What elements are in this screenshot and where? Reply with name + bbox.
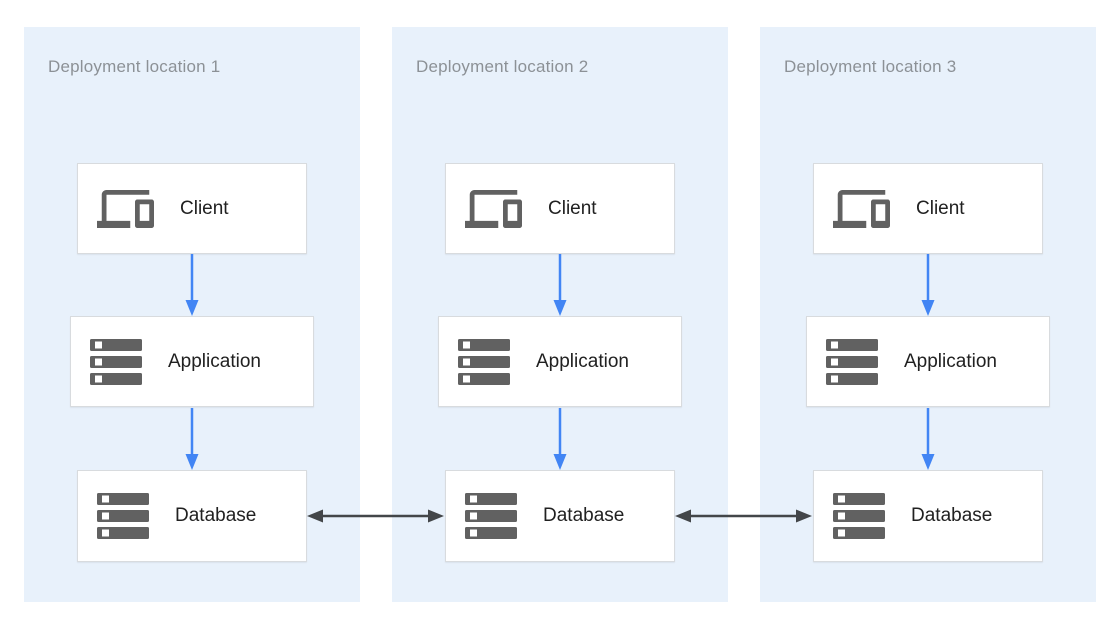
client-node-label: Client (180, 197, 229, 219)
application-node-label: Application (168, 350, 261, 372)
database-node: Database (445, 470, 675, 562)
flow-arrow-application-to-database (921, 408, 935, 470)
application-node-label: Application (904, 350, 997, 372)
server-stack-icon (458, 338, 510, 385)
client-node-label: Client (548, 197, 597, 219)
panel-title: Deployment location 1 (48, 57, 221, 76)
devices-icon (97, 189, 154, 228)
database-node: Database (813, 470, 1043, 562)
application-node: Application (438, 316, 682, 407)
devices-icon (833, 189, 890, 228)
panel-title: Deployment location 2 (416, 57, 589, 76)
replication-arrow-database1-database2 (307, 509, 444, 523)
client-node: Client (813, 163, 1043, 254)
flow-arrow-client-to-application (921, 254, 935, 316)
client-node-label: Client (916, 197, 965, 219)
server-stack-icon (90, 338, 142, 385)
devices-icon (465, 189, 522, 228)
application-node: Application (806, 316, 1050, 407)
application-node-label: Application (536, 350, 629, 372)
server-stack-icon (833, 493, 885, 539)
deployment-panel-2: Deployment location 2 Client Application (392, 27, 728, 602)
flow-arrow-client-to-application (185, 254, 199, 316)
client-node: Client (77, 163, 307, 254)
server-stack-icon (826, 338, 878, 385)
client-node: Client (445, 163, 675, 254)
database-node: Database (77, 470, 307, 562)
database-node-label: Database (175, 505, 257, 526)
server-stack-icon (465, 493, 517, 539)
deployment-panel-3: Deployment location 3 Client Application (760, 27, 1096, 602)
replication-arrow-database2-database3 (675, 509, 812, 523)
panel-title: Deployment location 3 (784, 57, 957, 76)
flow-arrow-application-to-database (553, 408, 567, 470)
application-node: Application (70, 316, 314, 407)
database-node-label: Database (543, 505, 625, 526)
deployment-panel-1: Deployment location 1 Client Application (24, 27, 360, 602)
flow-arrow-client-to-application (553, 254, 567, 316)
database-node-label: Database (911, 505, 993, 526)
flow-arrow-application-to-database (185, 408, 199, 470)
server-stack-icon (97, 493, 149, 539)
